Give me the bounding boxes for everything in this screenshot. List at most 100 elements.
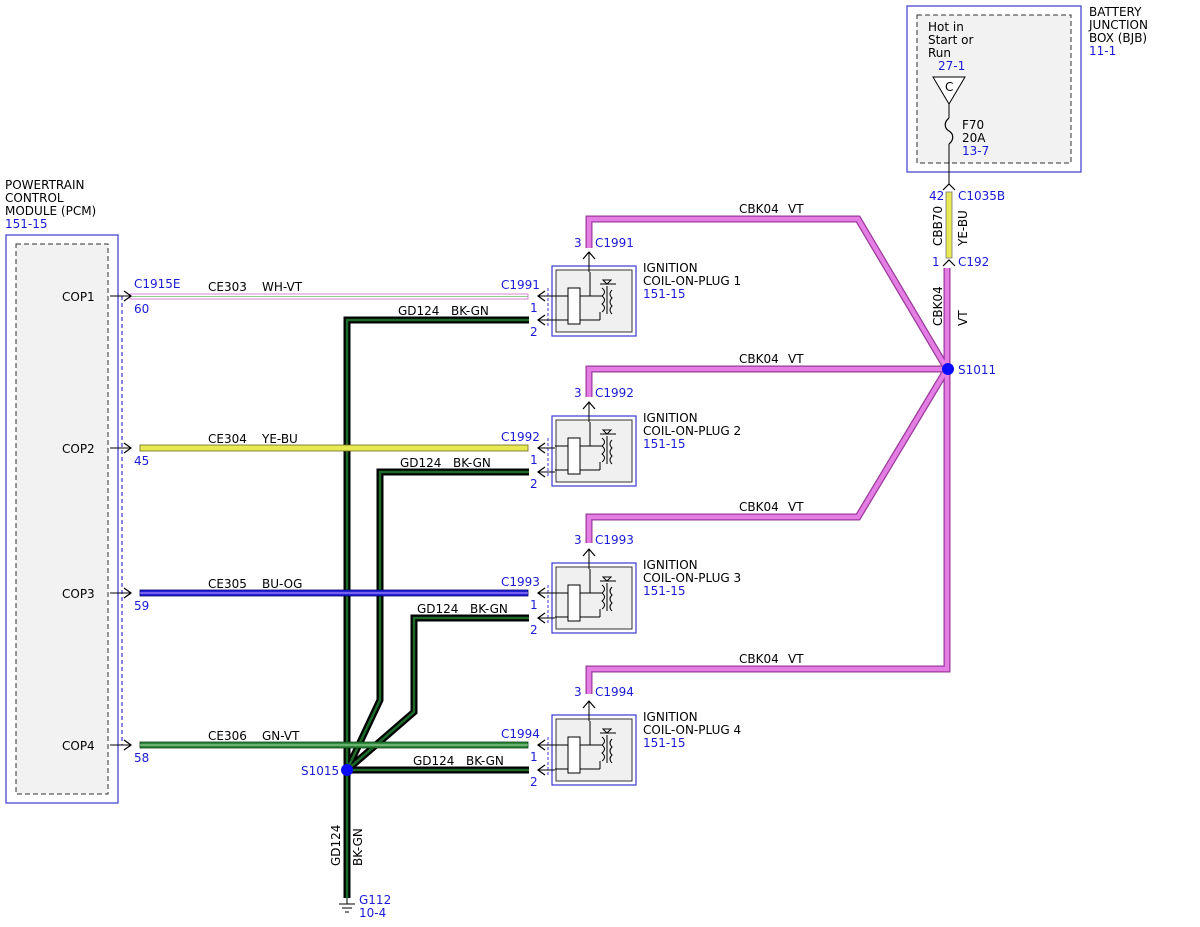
coil-power-connector-label[interactable]: C1991: [595, 236, 634, 250]
power-pin-number: 3: [574, 685, 582, 699]
bjb-name-line-1: BATTERY: [1089, 5, 1142, 19]
ground-pin-number: 2: [530, 623, 538, 637]
pcm-pin-row: COP3 59: [62, 587, 149, 613]
coil-power-connector-label[interactable]: C1994: [595, 685, 634, 699]
pcm-name-line-3: MODULE (PCM): [5, 204, 96, 218]
feed-color-label: YE-BU: [956, 210, 970, 247]
power-pin-number: 3: [574, 533, 582, 547]
pcm-name-line-2: CONTROL: [5, 191, 64, 205]
bjb-hot-line-3: Run: [928, 46, 951, 60]
bjb-hot-line-2: Start or: [928, 33, 973, 47]
coil-ref[interactable]: 151-15: [643, 287, 686, 301]
ground-color-label: BK-GN: [453, 456, 491, 470]
coil-name-line-1: IGNITION: [643, 261, 698, 275]
power-circuit-label: CBK04: [739, 652, 779, 666]
fuse-ref[interactable]: 13-7: [962, 144, 989, 158]
signal-circuit-label: CE304: [208, 432, 247, 446]
splice-ground-label[interactable]: S1015: [301, 764, 339, 778]
bjb-ref[interactable]: 11-1: [1089, 44, 1116, 58]
fuse-name: F70: [962, 118, 984, 132]
coil-signal-connector-label[interactable]: C1991: [501, 278, 540, 292]
pcm-connector-label[interactable]: C1915E: [134, 277, 181, 291]
fuse-icon: [944, 117, 954, 145]
coil-name-line-1: IGNITION: [643, 558, 698, 572]
power-distribution-wires: S1011: [585, 215, 996, 694]
power-color-label: VT: [788, 202, 804, 216]
ground-name[interactable]: G112: [359, 893, 391, 907]
power-pin-number: 3: [574, 386, 582, 400]
pcm-module: POWERTRAIN CONTROL MODULE (PCM) 151-15: [5, 178, 123, 804]
splice-s1011[interactable]: [942, 363, 954, 375]
bjb-out-pin: 42: [929, 189, 944, 203]
signal-pin-number: 1: [530, 301, 538, 315]
coil-name-line-2: COIL-ON-PLUG 2: [643, 424, 741, 438]
splice-power-label[interactable]: S1011: [958, 363, 996, 377]
coil-signal-connector-label[interactable]: C1993: [501, 575, 540, 589]
bjb-bus-letter: C: [945, 80, 953, 94]
ground-circuit-label: GD124: [417, 602, 458, 616]
feed-circuit: 42 C1035B 1 C192 CBB70 YE-BU CBK04 VT: [929, 183, 1005, 326]
pcm-pin-label: COP4: [62, 739, 95, 753]
trunk-color-label: VT: [956, 310, 970, 326]
inline-connector[interactable]: C192: [958, 255, 989, 269]
ground-color-label: BK-GN: [451, 304, 489, 318]
power-color-label: VT: [788, 500, 804, 514]
ground-circuit-label: GD124: [400, 456, 441, 470]
coil-name-line-1: IGNITION: [643, 710, 698, 724]
bjb-name-line-3: BOX (BJB): [1089, 31, 1147, 45]
coil-signal-connector-label[interactable]: C1994: [501, 727, 540, 741]
pcm-pin-number: 45: [134, 454, 149, 468]
signal-wires: [129, 293, 529, 749]
pcm-pin-number: 60: [134, 302, 149, 316]
inline-pin: 1: [932, 255, 940, 269]
connector-arrow-icon: [123, 442, 133, 454]
connector-arrow-icon: [123, 587, 133, 599]
power-circuit-label: CBK04: [739, 202, 779, 216]
coil-name-line-2: COIL-ON-PLUG 4: [643, 723, 741, 737]
ground-circuit-label: GD124: [398, 304, 439, 318]
pcm-pin-row: COP2 45: [62, 442, 149, 468]
pcm-pin-label: COP3: [62, 587, 95, 601]
pcm-pin-number: 58: [134, 751, 149, 765]
pcm-pin-label: COP1: [62, 290, 95, 304]
power-pin-number: 3: [574, 236, 582, 250]
coil-ref[interactable]: 151-15: [643, 736, 686, 750]
coil-ref[interactable]: 151-15: [643, 437, 686, 451]
connector-arrow-icon: [123, 739, 133, 751]
signal-circuit-label: CE305: [208, 577, 247, 591]
power-color-label: VT: [788, 652, 804, 666]
signal-color-label: GN-VT: [262, 729, 300, 743]
ground-ref[interactable]: 10-4: [359, 906, 386, 920]
power-circuit-label: CBK04: [739, 352, 779, 366]
bjb-out-connector[interactable]: C1035B: [958, 189, 1005, 203]
coil-schematic-icon: [555, 272, 616, 325]
coil-power-connector-label[interactable]: C1993: [595, 533, 634, 547]
pcm-pin-label: COP2: [62, 442, 95, 456]
ground-pin-number: 2: [530, 477, 538, 491]
ground-color-vertical: BK-GN: [351, 828, 365, 866]
ground-color-label: BK-GN: [466, 754, 504, 768]
feed-circuit-label: CBB70: [931, 206, 945, 246]
coil-name-line-1: IGNITION: [643, 411, 698, 425]
signal-circuit-label: CE306: [208, 729, 247, 743]
coil-ref[interactable]: 151-15: [643, 584, 686, 598]
bjb-name-line-2: JUNCTION: [1088, 18, 1148, 32]
coil-name-line-2: COIL-ON-PLUG 1: [643, 274, 741, 288]
trunk-circuit-label: CBK04: [931, 286, 945, 326]
coil-name-line-2: COIL-ON-PLUG 3: [643, 571, 741, 585]
pcm-pin-number: 59: [134, 599, 149, 613]
coil-signal-connector-label[interactable]: C1992: [501, 430, 540, 444]
coil-power-connector-label[interactable]: C1992: [595, 386, 634, 400]
coil-schematic-icon: [555, 569, 616, 622]
pcm-name-line-1: POWERTRAIN: [5, 178, 85, 192]
power-bus-triangle-icon: [932, 76, 966, 105]
pcm-ref[interactable]: 151-15: [5, 217, 48, 231]
coil-schematic-icon: [555, 721, 616, 774]
bjb-bus-ref[interactable]: 27-1: [938, 59, 965, 73]
splice-s1015[interactable]: [341, 764, 353, 776]
ground-circuit-label: GD124: [413, 754, 454, 768]
connector-arrow-icon: [942, 183, 956, 191]
